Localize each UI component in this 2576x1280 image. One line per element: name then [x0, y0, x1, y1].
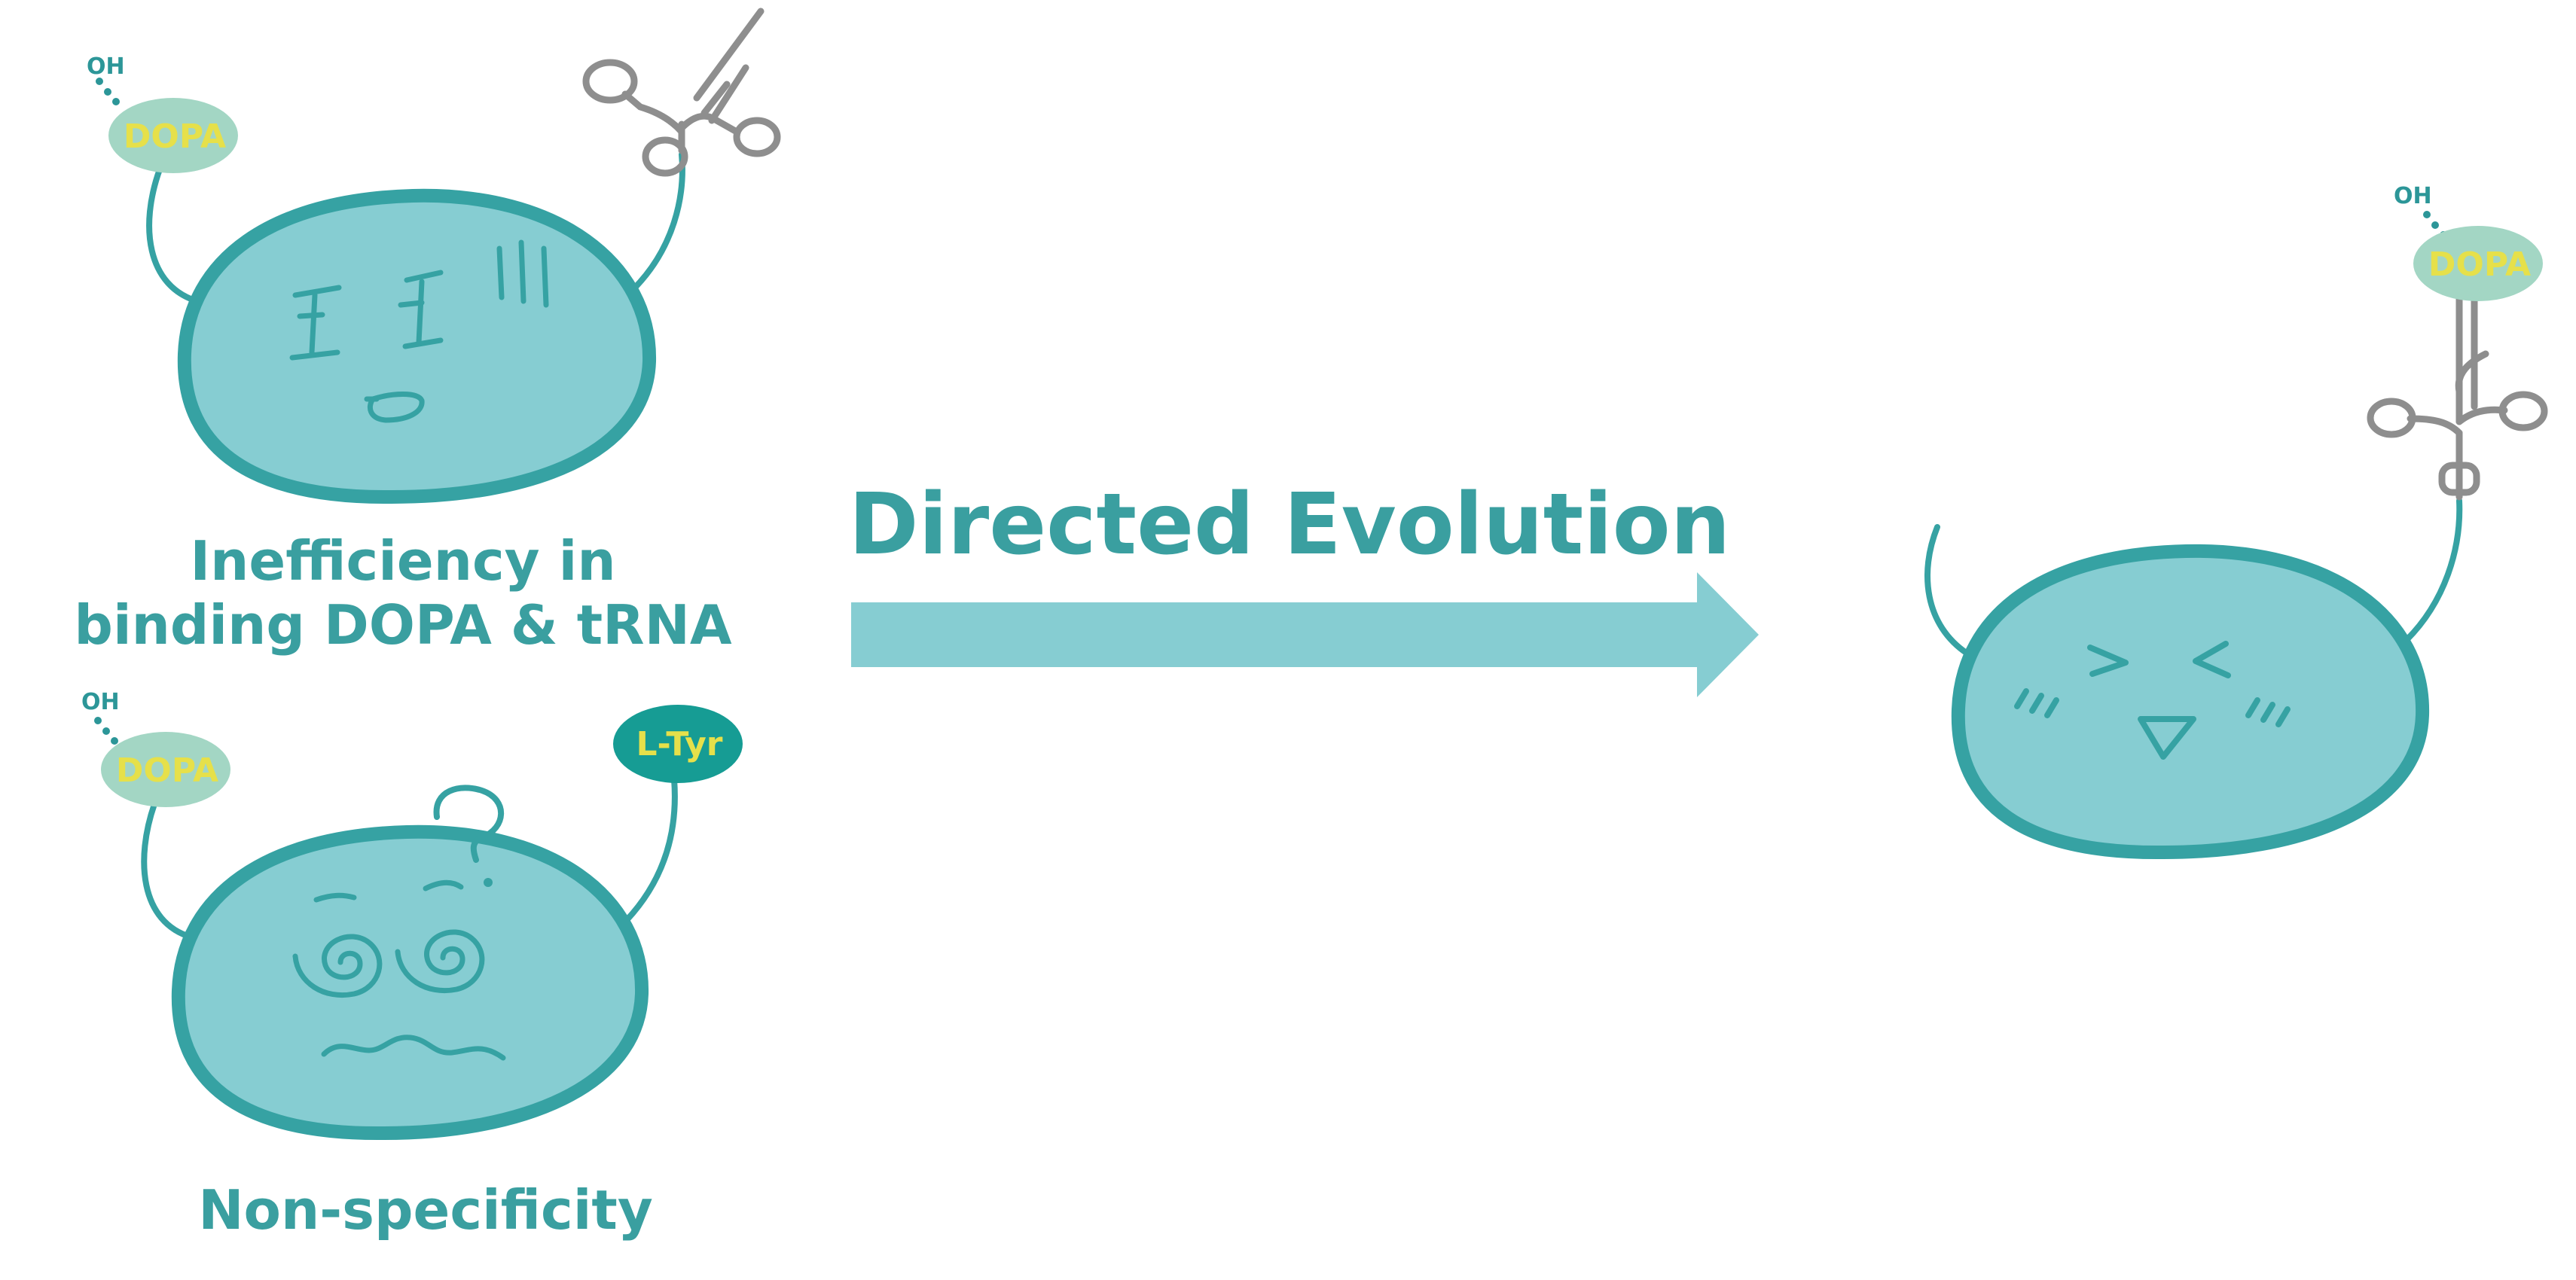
- dopa-bubble: [108, 98, 238, 173]
- caption-nonspecificity: Non-specificity: [198, 1178, 653, 1242]
- hydroxyl-label: OH: [2394, 183, 2432, 209]
- dopa-label: DOPA: [116, 751, 218, 790]
- trna-icon: [582, 8, 781, 177]
- dopa-bubble: [2413, 226, 2543, 301]
- dizzy-face: [292, 879, 506, 1061]
- dopa-label: DOPA: [124, 117, 226, 156]
- dopa-substrate-3: OH DOPA: [2394, 183, 2543, 301]
- dopa-label: DOPA: [2428, 245, 2531, 284]
- enzyme-character-inefficient: OH DOPA: [87, 8, 781, 504]
- dopa-substrate-2: OH DOPA: [81, 689, 230, 807]
- dopa-substrate-1: OH DOPA: [87, 53, 238, 173]
- directed-evolution-title: Directed Evolution: [849, 476, 1731, 574]
- evolution-arrow: [851, 572, 1759, 697]
- right-arm: [624, 776, 678, 923]
- question-mark-icon: [433, 785, 505, 887]
- left-arm: [1924, 524, 1970, 657]
- happy-face: [2014, 641, 2291, 760]
- left-arm: [141, 801, 195, 940]
- hydroxyl-label: OH: [81, 689, 120, 715]
- left-arm: [146, 166, 200, 304]
- ltyr-bubble: [613, 705, 743, 783]
- caption-inefficiency-line-1: Inefficiency in: [190, 529, 615, 593]
- enzyme-body: [1951, 544, 2430, 860]
- frustrated-face: [289, 239, 549, 423]
- hydroxyl-label: OH: [87, 53, 125, 80]
- enzyme-character-evolved: OH DOPA: [1924, 183, 2548, 860]
- caption-inefficiency-line-2: binding DOPA & tRNA: [74, 593, 731, 657]
- charged-trna-icon: [2367, 290, 2548, 501]
- ltyr-competitor: L-Tyr: [613, 705, 743, 783]
- enzyme-character-nonspecific: OH DOPA L-Tyr: [81, 689, 743, 1141]
- dopa-bubble: [101, 732, 230, 807]
- enzyme-body: [171, 824, 649, 1141]
- ltyr-label: L-Tyr: [636, 725, 722, 763]
- right-arm: [630, 151, 685, 293]
- right-arm: [2404, 498, 2463, 643]
